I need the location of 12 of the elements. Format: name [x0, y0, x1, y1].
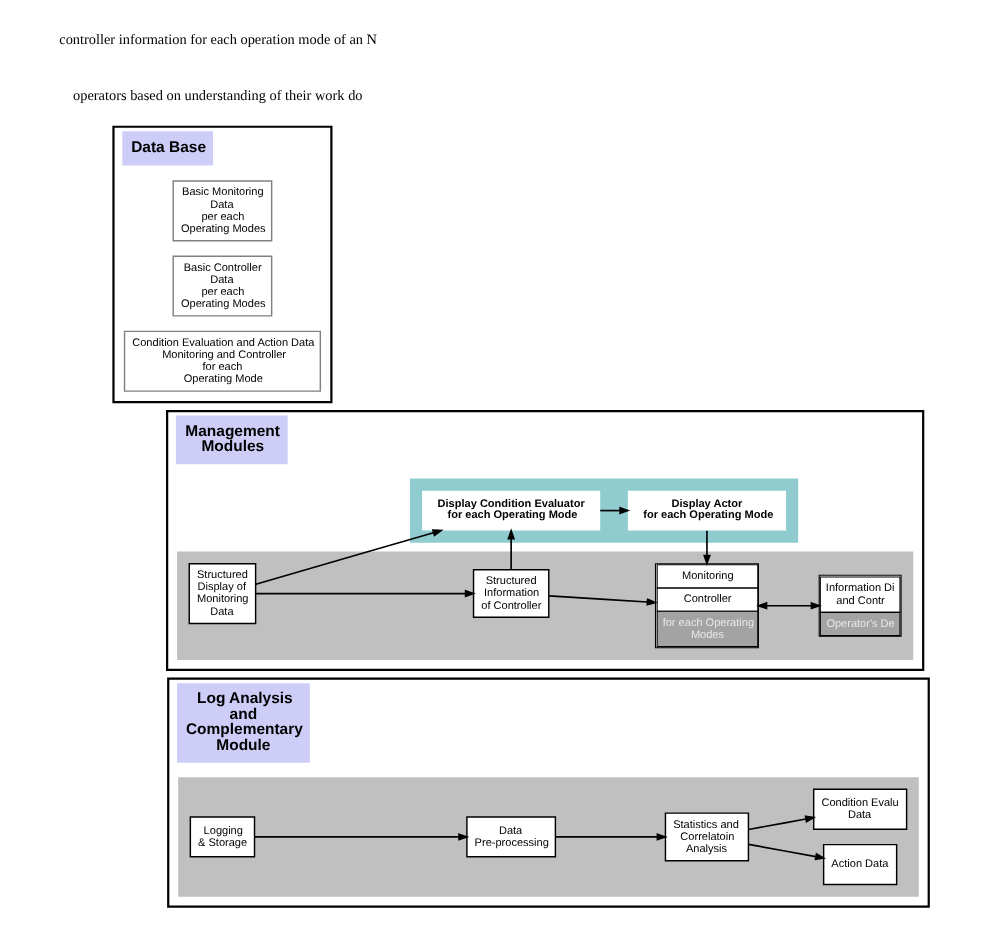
arrow [255, 589, 476, 598]
arrow [703, 529, 711, 566]
arrow [756, 601, 822, 610]
arrow [253, 833, 470, 841]
arrow [747, 815, 817, 831]
arrow [548, 595, 658, 606]
arrow [554, 833, 668, 841]
arrow [507, 528, 516, 571]
arrow [255, 529, 444, 586]
arrow [599, 506, 631, 515]
cluster [178, 777, 919, 897]
arrow [747, 843, 827, 861]
